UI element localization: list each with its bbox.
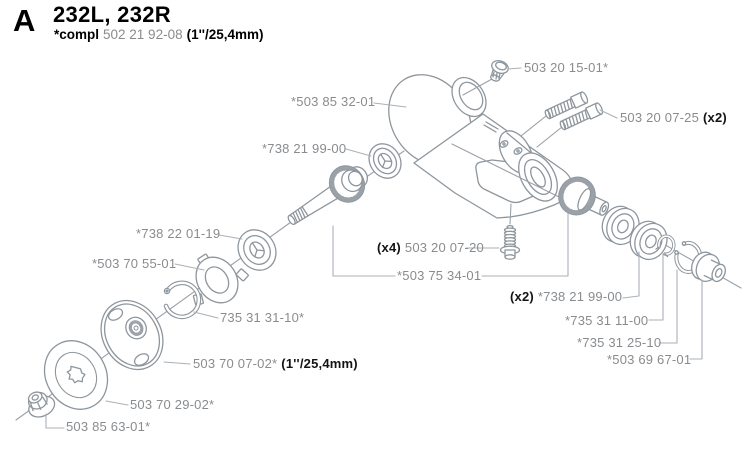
part-number: 503 20 15-01* [524, 60, 609, 75]
input-gear-shaft-drawing [287, 165, 369, 226]
snap-ring-left-drawing [163, 280, 202, 320]
part-number: 503 70 29-02* [130, 397, 215, 412]
output-bearing-2-drawing [629, 220, 668, 261]
support-plate-drawing [192, 253, 249, 306]
lock-nut-drawing [27, 391, 56, 418]
part-label-support-plate: *503 70 55-01 [92, 257, 176, 271]
part-number: 503 70 07-02* [193, 356, 278, 371]
part-label-support-washer: 503 70 29-02* [130, 398, 214, 412]
subtitle-size-note: (1''/25,4mm) [186, 27, 264, 42]
input-seal-ring-drawing [368, 143, 402, 179]
plug-screw-drawing [462, 60, 509, 96]
bevel-gear-drawing [558, 176, 610, 216]
support-washer-drawing [43, 340, 109, 410]
part-label-clamp-bolt: 503 20 07-25(x2) [620, 111, 727, 125]
part-number: *503 69 67-01 [607, 352, 692, 367]
leader-lines [45, 67, 703, 429]
part-number: *738 21 99-00 [537, 289, 623, 304]
part-label-flange-screw: (x4)503 20 07-20 [377, 241, 484, 255]
input-bearing-drawing [237, 229, 277, 271]
section-letter: A [13, 3, 36, 38]
part-label-snap-ring-left: 735 31 31-10* [220, 311, 304, 325]
subtitle-prefix: *compl [54, 27, 100, 42]
part-label-bevel-gear-pair: *503 75 34-01 [397, 269, 481, 283]
part-number: *503 85 32-01 [291, 94, 376, 109]
part-number: 503 20 07-20 [404, 240, 484, 255]
part-number: *503 70 55-01 [92, 256, 177, 271]
gear-housing-drawing [388, 74, 573, 219]
drive-disc-drawing [100, 299, 164, 371]
part-label-input-seal-ring: *738 21 99-00 [262, 142, 346, 156]
clamp-bolts-drawing [520, 91, 604, 148]
page-title: 232L, 232R [53, 2, 171, 27]
part-number: *503 75 34-01 [397, 268, 482, 283]
flange-screw-drawing [499, 203, 521, 260]
part-qty: (x2) [510, 289, 534, 304]
part-note: (x2) [703, 110, 727, 125]
part-number: 503 20 07-25 [620, 110, 700, 125]
subtitle-part-number: 502 21 92-08 [103, 27, 183, 42]
part-number: *735 31 11-00 [565, 313, 649, 328]
part-label-lock-nut: 503 85 63-01* [66, 420, 150, 434]
output-shaft-cup-drawing [691, 251, 726, 283]
part-label-output-shaft-cup: *503 69 67-01 [607, 353, 691, 367]
part-label-output-bearing: (x2)*738 21 99-00 [510, 290, 622, 304]
part-number: 735 31 31-10* [220, 310, 305, 325]
part-number: 503 85 63-01* [66, 419, 151, 434]
part-label-plug-screw: 503 20 15-01* [524, 61, 608, 75]
part-qty: (x4) [377, 240, 401, 255]
part-number: *738 21 99-00 [262, 141, 347, 156]
part-label-input-bearing: *738 22 01-19 [136, 227, 220, 241]
output-washer-clip-drawing [655, 234, 676, 258]
part-number: *735 31 25-10 [577, 335, 662, 350]
part-label-snap-ring-right: *735 31 25-10 [577, 336, 661, 350]
part-label-output-washer: *735 31 11-00 [565, 314, 648, 328]
part-label-drive-disc: 503 70 07-02*(1''/25,4mm) [193, 357, 358, 371]
part-number: *738 22 01-19 [136, 226, 221, 241]
part-label-gear-housing: *503 85 32-01 [291, 95, 375, 109]
part-note: (1''/25,4mm) [281, 356, 358, 371]
